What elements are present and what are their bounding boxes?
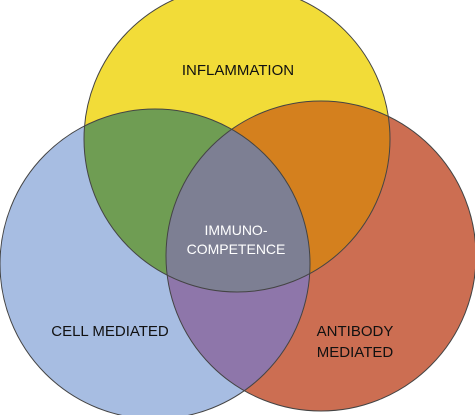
immunocompetence-overlap — [166, 109, 310, 292]
cell-mediated-label: CELL MEDIATED — [51, 323, 169, 340]
cell-mediated-outline — [0, 108, 311, 415]
inflammation-label: INFLAMMATION — [182, 62, 294, 79]
immunocompetence-label-line1: IMMUNO- — [205, 222, 268, 238]
antibody-mediated-outline — [165, 100, 475, 412]
inflammation-outline — [83, 0, 391, 293]
immunocompetence-label-line2: COMPETENCE — [187, 241, 286, 257]
antibody-mediated-label-line2: MEDIATED — [317, 344, 394, 361]
antibody-mediated-label-line1: ANTIBODY — [317, 323, 394, 340]
